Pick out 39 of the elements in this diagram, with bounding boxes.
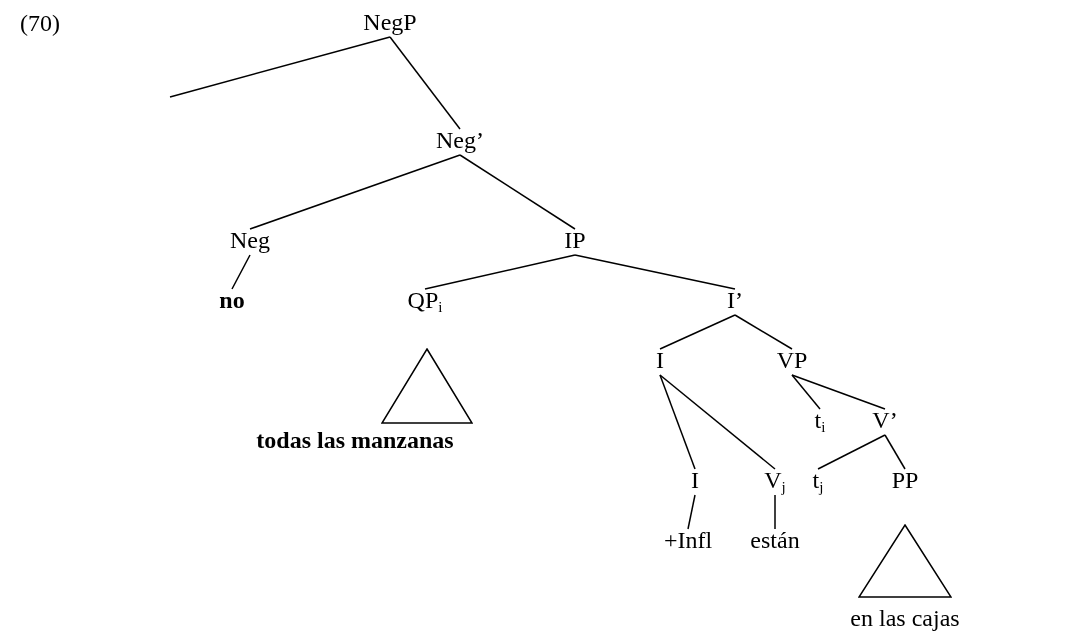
tree-node-label: están — [750, 527, 800, 553]
tree-node-label: I’ — [727, 287, 743, 313]
triangle-symbol — [858, 524, 952, 598]
tree-branch-line — [659, 374, 696, 470]
tree-branch-line — [574, 254, 736, 290]
tree-branch-line — [734, 314, 793, 350]
tree-node-label: VP — [776, 347, 808, 373]
lexical-item: no — [219, 287, 245, 313]
tree-node-label: t$_{i}$ — [814, 407, 826, 433]
tree-node-label: t$_{j}$ — [812, 467, 824, 493]
tree-branch-line — [231, 254, 251, 290]
example-number: (70) — [20, 10, 60, 36]
tree-branch-line — [169, 36, 391, 98]
tree-node-label: I — [656, 347, 664, 373]
tree-branch-line — [884, 434, 906, 470]
tree-branch-line — [424, 254, 576, 290]
triangle-symbol — [381, 348, 473, 424]
tree-branch-line — [459, 154, 576, 230]
tree-branch-line — [774, 494, 776, 530]
tree-node-label: NegP — [363, 9, 417, 35]
tree-node-label: +Infl — [663, 527, 713, 553]
tree-branch-line — [687, 494, 696, 530]
tree-branch-line — [659, 314, 736, 350]
tree-branch-line — [249, 154, 461, 230]
tree-node-label: I — [691, 467, 699, 493]
tree-node-label: IP — [564, 227, 586, 253]
tree-branch-line — [817, 434, 886, 470]
tree-node-label: PP — [891, 467, 919, 493]
tree-node-label: en las cajas — [850, 605, 960, 631]
tree-branch-line — [791, 374, 886, 410]
tree-node-label: Neg’ — [436, 127, 484, 153]
tree-branch-line — [389, 36, 461, 130]
tree-node-label: V$_{j}$ — [764, 467, 786, 493]
tree-node-label: Neg — [230, 227, 270, 253]
tree-node-label: V’ — [872, 407, 898, 433]
tree-branch-line — [791, 374, 821, 410]
tree-branch-line — [659, 374, 776, 470]
lexical-item: todas las manzanas — [256, 427, 454, 453]
tree-node-label: QP$_{i}$ — [407, 287, 443, 313]
